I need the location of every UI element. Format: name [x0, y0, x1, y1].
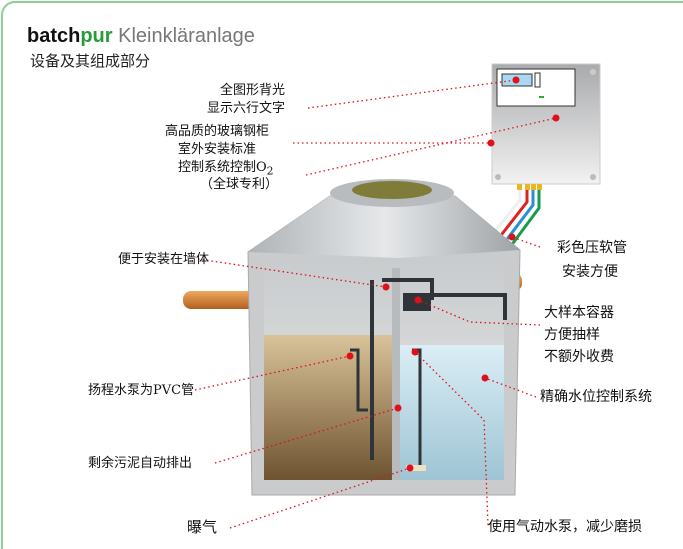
- clear-water-chamber: [400, 345, 504, 480]
- label-level-control: 精确水位控制系统: [540, 389, 652, 405]
- label-outdoor: 室外安装标准: [178, 142, 257, 157]
- label-backlight: 全图形背光: [220, 83, 286, 98]
- label-hose: 彩色压软管: [557, 240, 627, 256]
- subtitle: 设备及其组成部分: [30, 52, 151, 70]
- label-o2-text: 控制系统控制O: [178, 160, 267, 175]
- label-aeration: 曝气: [187, 518, 218, 536]
- label-patent: （全球专利）: [200, 177, 279, 192]
- label-o2: 控制系统控制O2: [178, 160, 274, 180]
- brand-bold: batch: [27, 25, 81, 47]
- label-six-lines: 显示六行文字: [207, 101, 286, 116]
- brand-rest: Kleinkläranlage: [112, 25, 255, 47]
- label-pvc-pump: 扬程水泵为PVC管: [88, 383, 195, 398]
- control-cabinet: [491, 63, 601, 190]
- label-sample-easy: 方便抽样: [544, 327, 600, 343]
- inlet-pipe: [183, 291, 255, 309]
- label-sample-container: 大样本容器: [544, 305, 614, 321]
- label-o2-subscript: 2: [266, 164, 274, 178]
- label-hose-easy: 安装方便: [562, 264, 618, 280]
- tank: [247, 179, 521, 496]
- label-airlift: 使用气动水泵，减少磨损: [488, 519, 642, 535]
- brand-green: pur: [80, 25, 113, 47]
- label-sample-free: 不额外收费: [544, 349, 614, 365]
- brand-title: batchpur Kleinkläranlage: [27, 25, 255, 48]
- leader-lines: [194, 79, 557, 529]
- label-sludge: 剩余污泥自动排出: [88, 456, 193, 471]
- label-cabinet: 高品质的玻璃钢柜: [165, 124, 270, 139]
- marker-dots: [346, 76, 560, 472]
- label-wall-mount: 便于安装在墙体: [118, 252, 210, 267]
